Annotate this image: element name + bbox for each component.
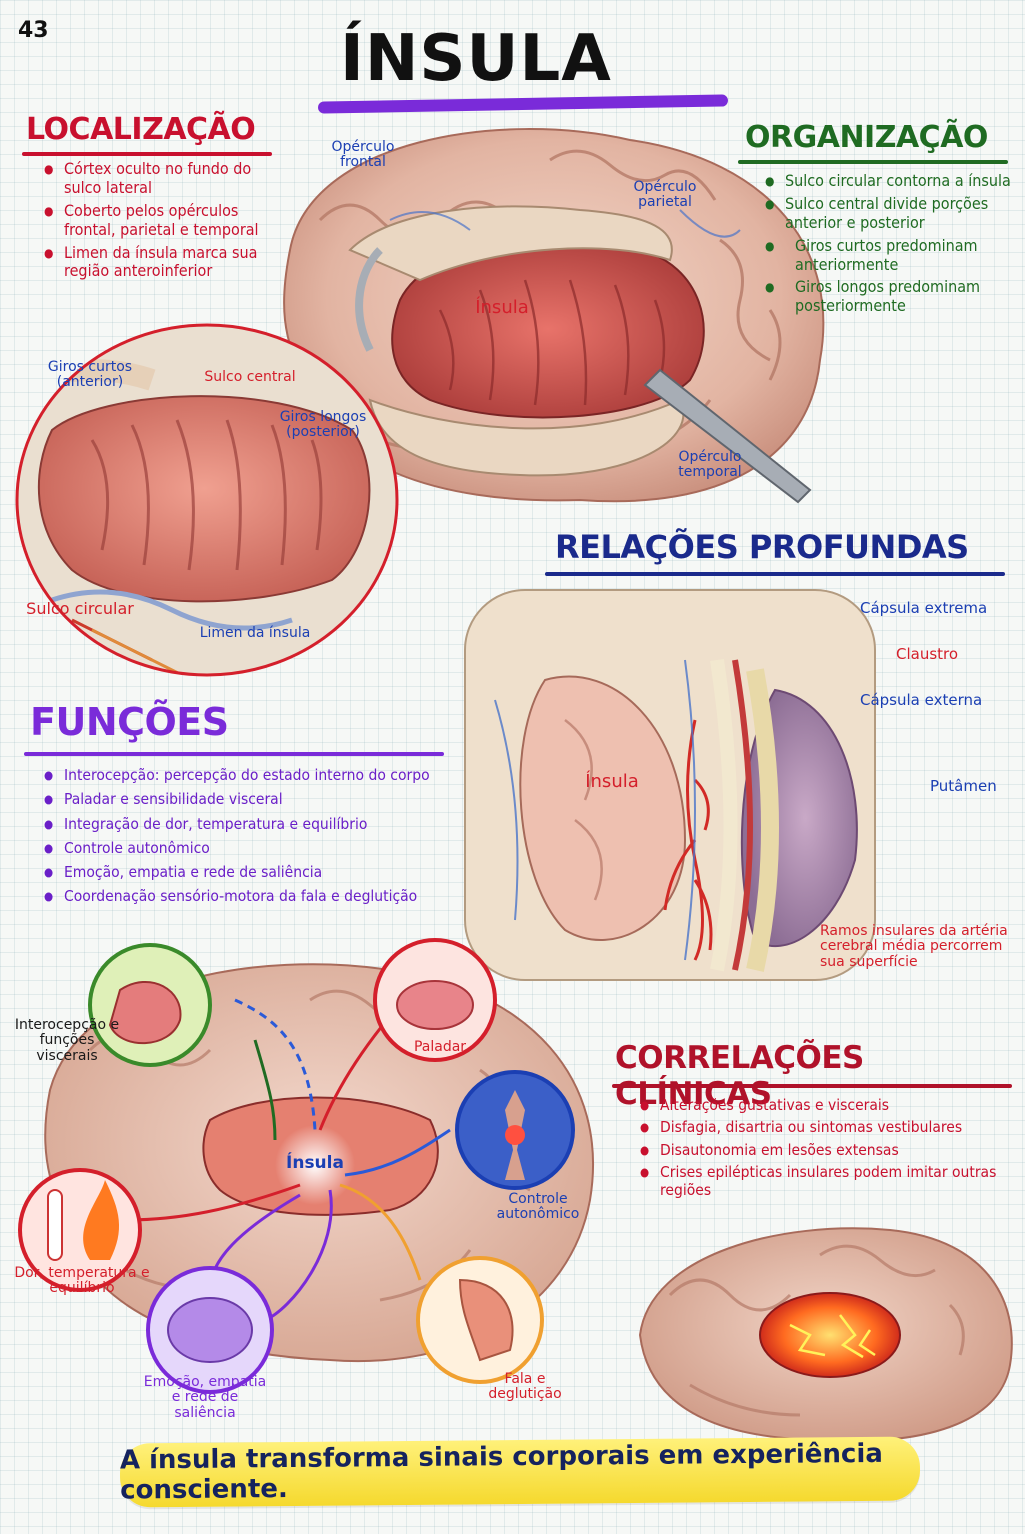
page-title: ÍNSULA — [340, 22, 612, 96]
footer-banner: A ínsula transforma sinais corporais em … — [119, 1436, 921, 1508]
top-brain-illustration — [283, 128, 825, 504]
footer-text: A ínsula transforma sinais corporais em … — [119, 1438, 883, 1506]
organizacao-list: Sulco circular contorna a ínsula Sulco c… — [765, 171, 1020, 316]
list-item: Giros longos predominam posteriormente — [765, 277, 1020, 316]
zoom-circle-illustration — [15, 323, 399, 677]
localizacao-heading: LOCALIZAÇÃO — [26, 112, 256, 147]
label-claustro: Claustro — [896, 645, 959, 663]
localizacao-underline — [22, 152, 272, 156]
list-item: Sulco circular contorna a ínsula — [765, 171, 1020, 191]
list-item: Interocepção: percepção do estado intern… — [44, 766, 484, 785]
label-capsula-externa: Cápsula externa — [860, 691, 983, 709]
label-operculo-parietal: Opérculo parietal — [633, 179, 697, 211]
list-item: Disfagia, disartria ou sintomas vestibul… — [640, 1118, 1010, 1137]
label-controle: Controle autonômico — [496, 1191, 580, 1223]
list-item: Giros curtos predominam anteriormente — [765, 236, 1020, 275]
label-operculo-frontal: Opérculo frontal — [331, 139, 395, 171]
label-operculo-temporal: Opérculo temporal — [678, 449, 742, 481]
label-emocao: Emoção, empatia e rede de saliência — [143, 1374, 267, 1421]
correlacoes-underline — [612, 1084, 1012, 1088]
list-item: Coordenação sensório-motora da fala e de… — [44, 887, 484, 906]
label-giros-longos: Giros longos (posterior) — [279, 409, 367, 441]
label-ramos-insulares: Ramos insulares da artéria cerebral médi… — [820, 923, 1008, 970]
organizacao-underline — [738, 160, 1008, 164]
relacoes-heading: RELAÇÕES PROFUNDAS — [555, 528, 969, 566]
list-item: Crises epilépticas insulares podem imita… — [640, 1163, 1010, 1200]
correlacoes-list: Alterações gustativas e viscerais Disfag… — [640, 1096, 1010, 1199]
label-interocepcao: Interocepção e funções viscerais — [14, 1017, 120, 1064]
list-item: Coberto pelos opérculos frontal, parieta… — [44, 201, 284, 240]
label-fala: Fala e deglutição — [488, 1371, 562, 1403]
page-number: 43 — [18, 18, 49, 43]
list-item: Limen da ínsula marca sua região anteroi… — [44, 243, 284, 282]
funcoes-underline — [24, 752, 444, 756]
label-giros-curtos: Giros curtos (anterior) — [47, 359, 133, 391]
label-sulco-circular: Sulco circular — [26, 599, 134, 618]
list-item: Paladar e sensibilidade visceral — [44, 790, 484, 809]
label-insula-diagram: Ínsula — [286, 1153, 344, 1173]
label-insula-top: Ínsula — [475, 297, 529, 318]
relacoes-underline — [545, 572, 1005, 576]
list-item: Sulco central divide porções anterior e … — [765, 194, 1020, 233]
label-sulco-central: Sulco central — [204, 369, 296, 385]
funcoes-list: Interocepção: percepção do estado intern… — [44, 766, 484, 906]
localizacao-list: Córtex oculto no fundo do sulco lateral … — [44, 159, 284, 282]
list-item: Integração de dor, temperatura e equilíb… — [44, 815, 484, 834]
correlacoes-brain-illustration — [638, 1227, 1013, 1442]
list-item: Controle autonômico — [44, 839, 484, 858]
list-item: Emoção, empatia e rede de saliência — [44, 863, 484, 882]
label-capsula-extrema: Cápsula extrema — [860, 599, 988, 617]
funcoes-heading: FUNÇÕES — [30, 700, 229, 744]
list-item: Alterações gustativas e viscerais — [640, 1096, 1010, 1115]
label-paladar: Paladar — [413, 1039, 467, 1055]
label-insula-deep: Ínsula — [585, 771, 639, 792]
label-limen: Limen da ínsula — [199, 625, 311, 641]
relacoes-illustration — [464, 589, 876, 981]
organizacao-heading: ORGANIZAÇÃO — [745, 120, 988, 155]
label-putamen: Putâmen — [930, 777, 997, 795]
list-item: Disautonomia em lesões extensas — [640, 1141, 1010, 1160]
funcoes-diagram — [18, 938, 595, 1394]
list-item: Córtex oculto no fundo do sulco lateral — [44, 159, 284, 198]
label-dor: Dor, temperatura e equilíbrio — [14, 1265, 150, 1297]
